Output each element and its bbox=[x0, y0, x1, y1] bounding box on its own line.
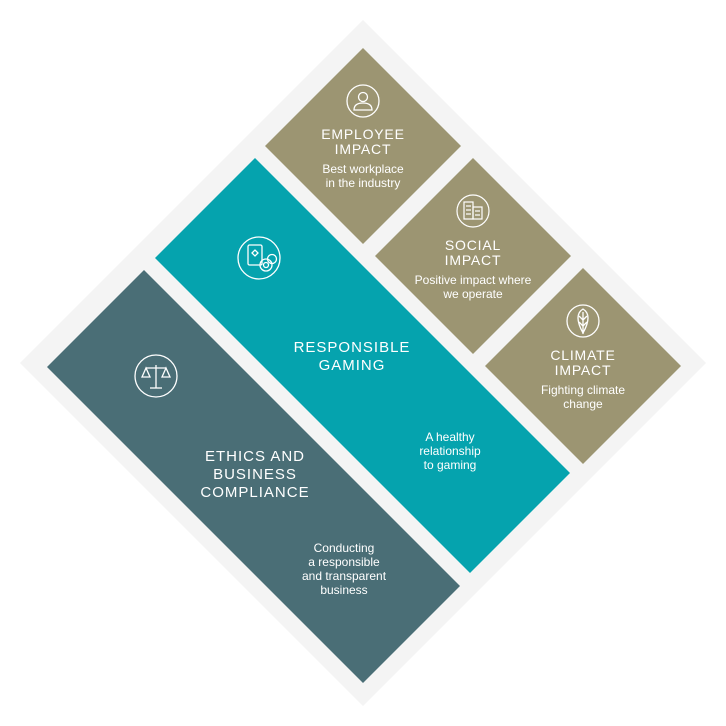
responsible-gaming-title: RESPONSIBLE GAMING bbox=[293, 339, 411, 374]
employee-impact-desc: Best workplace in the industry bbox=[322, 162, 404, 190]
leaf-icon bbox=[566, 304, 600, 338]
buildings-icon bbox=[456, 194, 490, 228]
responsible-gaming-band[interactable] bbox=[155, 158, 570, 573]
scales-icon bbox=[134, 354, 178, 398]
ethics-compliance-desc: Conducting a responsible and transparent… bbox=[301, 541, 387, 597]
social-impact-tile[interactable] bbox=[375, 158, 571, 354]
person-icon bbox=[346, 84, 380, 118]
social-impact-title: SOCIAL IMPACT bbox=[444, 237, 502, 268]
employee-impact-tile[interactable] bbox=[265, 48, 461, 244]
cards-and-chips-icon bbox=[237, 236, 281, 280]
social-impact-desc: Positive impact where we operate bbox=[414, 273, 532, 301]
employee-impact-title: EMPLOYEE IMPACT bbox=[321, 126, 405, 157]
ethics-compliance-title: ETHICS AND BUSINESS COMPLIANCE bbox=[200, 448, 310, 501]
climate-impact-desc: Fighting climate change bbox=[540, 383, 626, 411]
climate-impact-title: CLIMATE IMPACT bbox=[550, 347, 616, 378]
responsible-gaming-desc: A healthy relationship to gaming bbox=[419, 430, 481, 472]
ethics-compliance-band[interactable] bbox=[47, 270, 460, 683]
climate-impact-tile[interactable] bbox=[485, 268, 681, 464]
